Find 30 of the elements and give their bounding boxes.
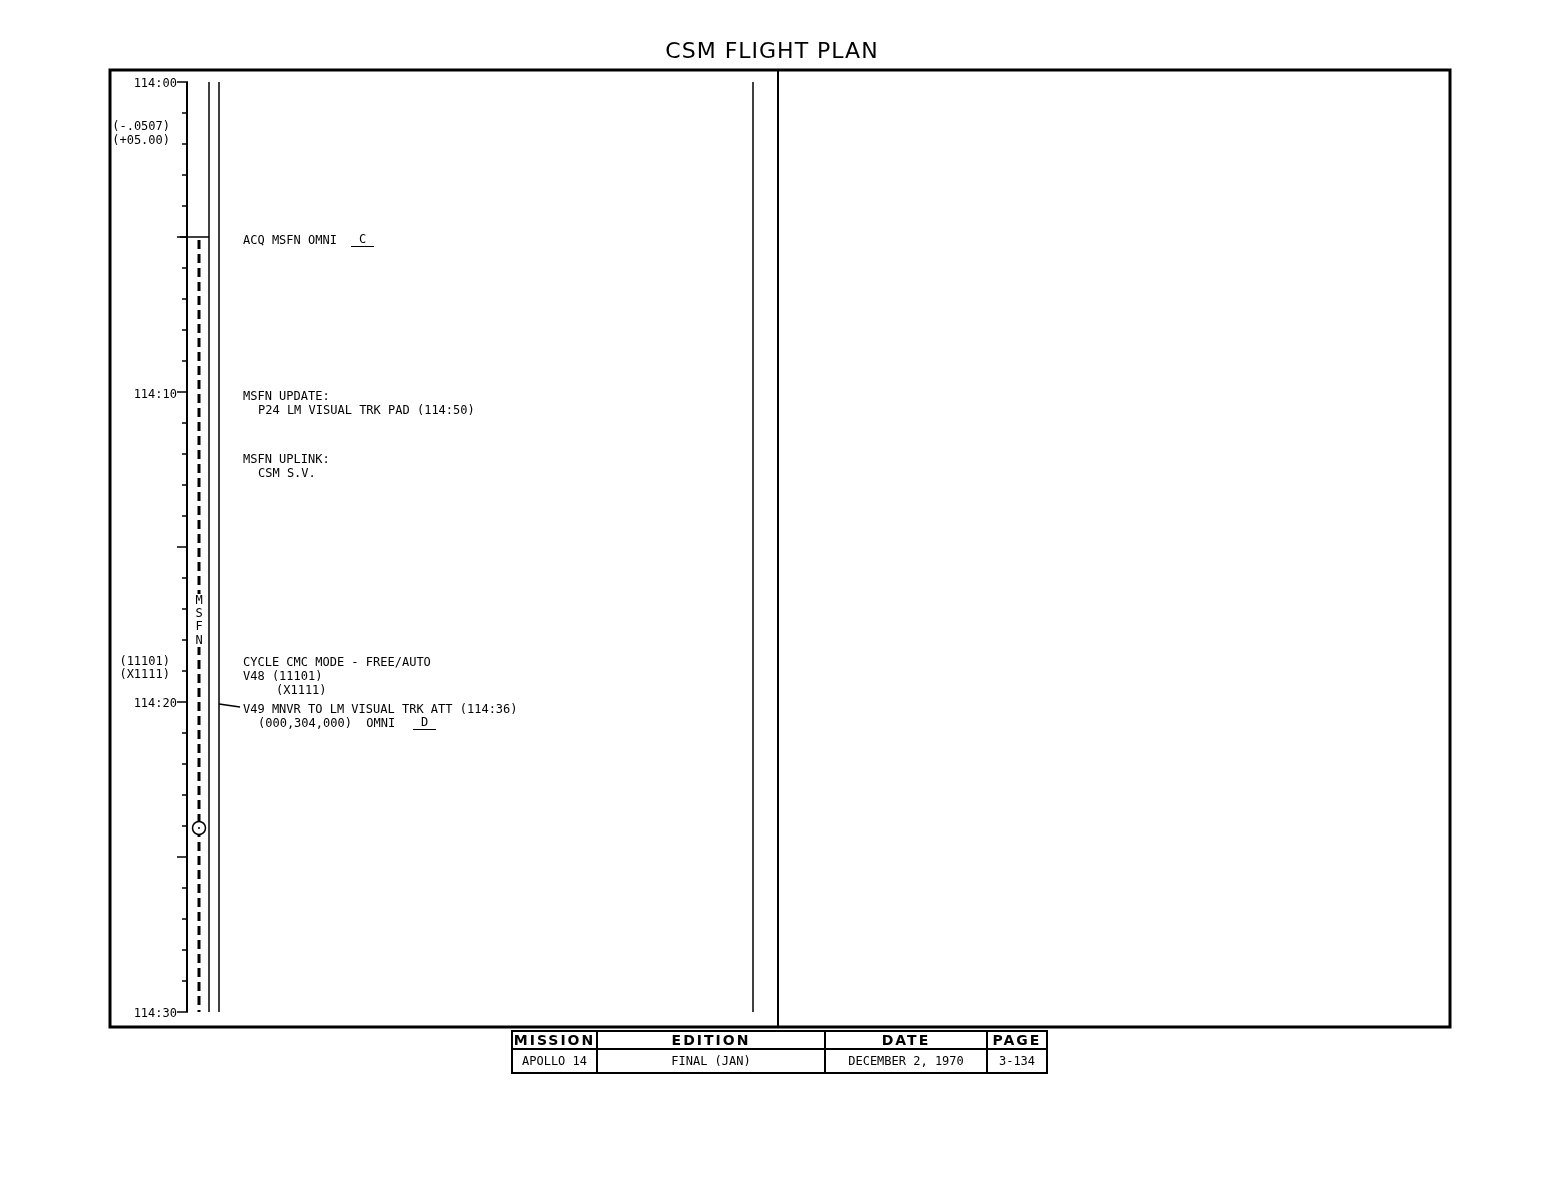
time-label: 114:00 [132,76,177,90]
table-cell: 3-134 [988,1050,1048,1074]
table-header: DATE [826,1030,988,1050]
table-header: MISSION [511,1030,598,1050]
omni-setting: C [351,233,375,247]
activity-text: (000,304,000) OMNI [258,716,396,730]
activity-text: CYCLE CMC MODE - FREE/AUTO [243,655,431,669]
activity-text: CSM S.V. [258,466,316,480]
table-cell: APOLLO 14 [511,1050,598,1074]
activity-text: MSFN UPDATE: [243,389,330,403]
time-offset-label: (-.0507) [111,119,170,133]
omni-setting: D [413,716,437,730]
activity-text: (X1111) [276,683,327,697]
table-header: PAGE [988,1030,1048,1050]
station-label: MSFN [193,594,205,647]
dsky-code: (X1111) [118,667,170,681]
time-label: 114:30 [132,1006,177,1020]
table-header: EDITION [598,1030,826,1050]
page-title: CSM FLIGHT PLAN [664,38,880,63]
time-offset-label: (+05.00) [111,133,170,147]
activity-text: V49 MNVR TO LM VISUAL TRK ATT (114:36) [243,702,518,716]
time-label: 114:10 [132,387,177,401]
activity-text: MSFN UPLINK: [243,452,330,466]
time-label: 114:20 [132,696,177,710]
table-cell: FINAL (JAN) [598,1050,826,1074]
activity-text: V48 (11101) [243,669,323,683]
activity-text: P24 LM VISUAL TRK PAD (114:50) [258,403,475,417]
table-cell: DECEMBER 2, 1970 [826,1050,988,1074]
dsky-code: (11101) [118,654,170,668]
activity-text: ACQ MSFN OMNI [243,233,337,247]
